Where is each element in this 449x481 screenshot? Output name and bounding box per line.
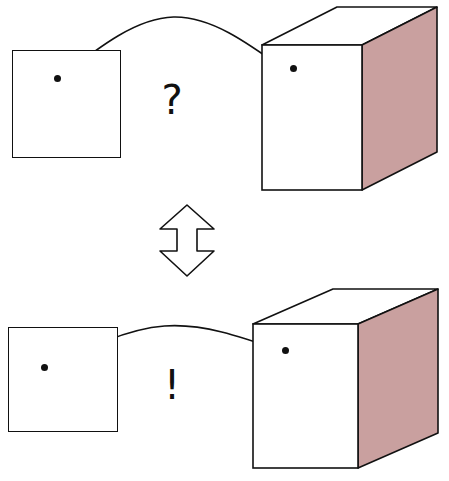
cube-outline [262, 7, 438, 191]
cube-outline [253, 289, 439, 469]
square-shape [8, 327, 118, 432]
point-dot [41, 364, 48, 371]
cube-side [358, 289, 438, 468]
point-dot [54, 75, 61, 82]
cube-front [253, 324, 358, 468]
cube-front [262, 45, 362, 190]
cube-shape [253, 289, 439, 469]
double-arrow [160, 205, 214, 276]
edge-label: ! [161, 365, 183, 405]
edge-label: ? [158, 80, 185, 120]
square-shape [12, 50, 121, 158]
cube-shape [262, 7, 438, 191]
point-dot [282, 347, 289, 354]
point-dot [290, 65, 297, 72]
cube-side [362, 7, 437, 190]
